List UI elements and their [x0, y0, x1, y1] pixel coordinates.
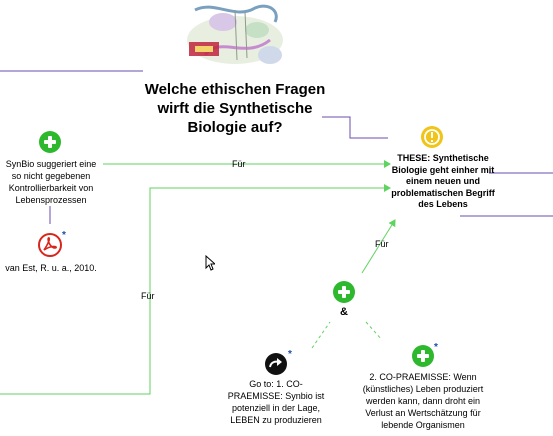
reference-text[interactable]: van Est, R. u. a., 2010.: [5, 263, 97, 273]
exclamation-circle-icon[interactable]: [420, 125, 444, 149]
plus-circle-icon[interactable]: [39, 131, 61, 153]
pdf-icon[interactable]: [38, 233, 62, 257]
goto-asterisk: *: [288, 349, 292, 360]
reference-asterisk: *: [62, 230, 66, 241]
and-label: &: [340, 306, 348, 318]
left-node-text: SynBio suggeriert eine so nicht gegebene…: [5, 159, 97, 205]
plus-circle-icon[interactable]: [333, 281, 355, 303]
goto-node-text: Go to: 1. CO-PRAEMISSE: Synbio ist poten…: [227, 379, 325, 425]
label-fur-top: Für: [232, 159, 246, 169]
header-image: [187, 4, 283, 64]
cursor-icon: [205, 255, 215, 271]
label-fur-left: Für: [141, 291, 155, 301]
label-fur-right: Für: [375, 239, 389, 249]
page-title: Welche ethischen Fragen wirft die Synthe…: [144, 81, 326, 136]
arrow-circle-icon[interactable]: [264, 352, 288, 376]
thesis-text: THESE: Synthetische Biologie geht einher…: [391, 153, 495, 209]
premise2-asterisk: *: [434, 342, 438, 353]
premise2-text: 2. CO-PRAEMISSE: Wenn (künstliches) Lebe…: [362, 372, 484, 430]
plus-circle-icon[interactable]: [412, 345, 434, 367]
